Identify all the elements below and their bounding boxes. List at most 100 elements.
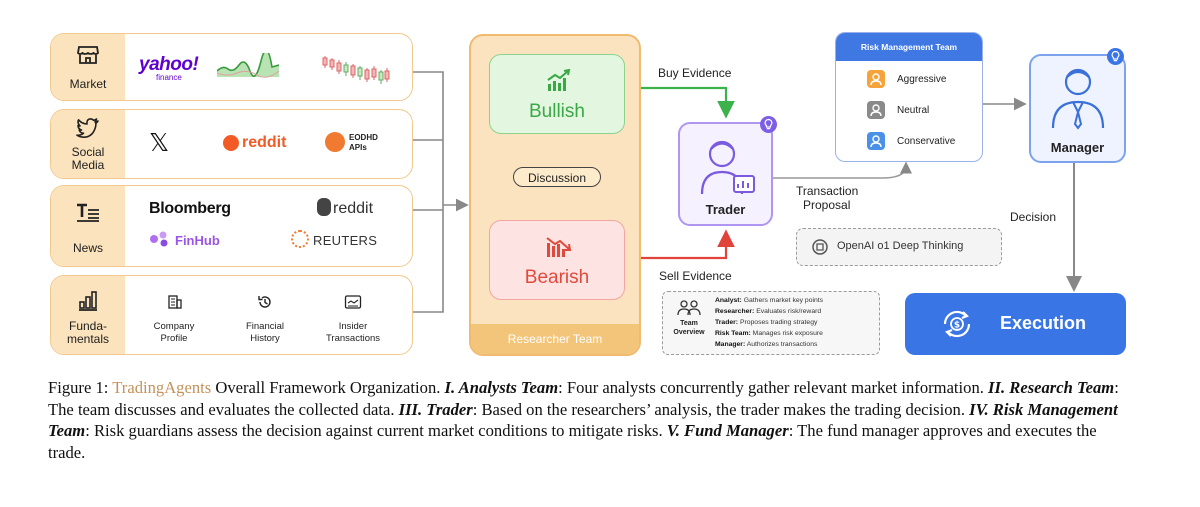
team-overview-title-2: Overview bbox=[673, 329, 705, 336]
bearish-label: Bearish bbox=[524, 267, 590, 288]
eodhd-logo-1: EODHD bbox=[349, 133, 378, 142]
trend-up-icon bbox=[546, 68, 572, 98]
caption-figure-number: Figure 1: bbox=[48, 378, 109, 397]
neutral-user-icon bbox=[867, 101, 885, 119]
bullish-label: Bullish bbox=[529, 101, 585, 122]
bullish-researcher: Bullish bbox=[489, 54, 625, 134]
buy-evidence-label: Buy Evidence bbox=[658, 66, 732, 80]
sell-evidence-label: Sell Evidence bbox=[659, 269, 732, 283]
insider-transactions-label-2: Transactions bbox=[325, 333, 381, 344]
social-category: Social Media bbox=[51, 110, 125, 178]
newspaper-icon bbox=[51, 203, 125, 228]
reddit-icon bbox=[223, 135, 239, 151]
reuters-icon bbox=[291, 230, 309, 248]
market-category: Market bbox=[51, 34, 125, 100]
caption-text-2: : The team discusses and evaluates the c… bbox=[48, 378, 1119, 419]
analyst-social-row: Social Media 𝕏 reddit EODHD APIs bbox=[50, 109, 413, 179]
store-icon bbox=[51, 45, 125, 70]
caption-text-5: : The fund manager approves and executes… bbox=[48, 421, 1097, 462]
execution-card: $ Execution bbox=[905, 293, 1126, 355]
financial-history-label-1: Financial bbox=[245, 321, 285, 332]
caption-trader: III. Trader bbox=[398, 399, 473, 419]
dollar-cycle-icon: $ bbox=[939, 306, 975, 347]
news-label: News bbox=[72, 241, 103, 255]
caption-text-0: Overall Framework Organization. bbox=[211, 378, 445, 397]
company-profile-label-2: Profile bbox=[160, 333, 188, 344]
neutral-label: Neutral bbox=[897, 105, 930, 116]
discussion-badge: Discussion bbox=[513, 167, 601, 187]
openai-deep-thinking-box: OpenAI o1 Deep Thinking bbox=[796, 228, 1002, 266]
market-area-chart-icon bbox=[217, 53, 279, 78]
overview-row-risk-team: Risk Team: Manages risk exposure bbox=[715, 330, 823, 337]
eodhd-logo-2: APIs bbox=[349, 143, 367, 152]
company-profile-label-1: Company bbox=[153, 321, 195, 332]
overview-row-researcher: Researcher: Evaluates risk/reward bbox=[715, 308, 822, 315]
trader-card: Trader bbox=[678, 116, 777, 226]
finhub-logo: FinHub bbox=[175, 233, 220, 248]
reddit-news-icon bbox=[317, 198, 331, 216]
bearish-researcher: Bearish bbox=[489, 220, 625, 300]
buy-evidence-arrow bbox=[626, 86, 735, 119]
market-candlestick-icon bbox=[322, 56, 390, 84]
lightbulb-icon bbox=[760, 116, 777, 133]
manager-label: Manager bbox=[1050, 140, 1105, 155]
twitter-bird-icon bbox=[51, 118, 125, 143]
reddit-news-logo: reddit bbox=[333, 200, 374, 217]
openai-label: OpenAI o1 Deep Thinking bbox=[837, 240, 964, 252]
figure-caption: Figure 1: TradingAgents Overall Framewor… bbox=[48, 377, 1128, 463]
team-icon bbox=[677, 299, 701, 322]
reddit-logo: reddit bbox=[242, 134, 287, 151]
fundamentals-label-1: Funda- bbox=[68, 319, 108, 333]
market-label: Market bbox=[69, 77, 107, 91]
sell-evidence-arrow bbox=[626, 229, 735, 260]
risk-team-title: Risk Management Team bbox=[836, 33, 982, 61]
building-icon bbox=[167, 294, 183, 315]
bloomberg-logo: Bloomberg bbox=[149, 200, 231, 217]
x-logo: 𝕏 bbox=[149, 128, 170, 157]
social-label-1: Social bbox=[71, 145, 105, 159]
caption-research-team: II. Research Team bbox=[988, 378, 1115, 397]
researcher-team-label: Researcher Team bbox=[471, 324, 639, 354]
analyst-market-row: Market yahoo! finance bbox=[50, 33, 413, 101]
transaction-label-1: Transaction bbox=[796, 184, 859, 198]
transaction-proposal-line bbox=[773, 161, 912, 179]
risk-management-panel: Risk Management Team Aggressive Neutral … bbox=[835, 32, 983, 162]
manager-card: Manager bbox=[1029, 48, 1126, 163]
analyst-fundamentals-row: Funda- mentals Company Profile Financial… bbox=[50, 275, 413, 355]
decision-label: Decision bbox=[1010, 210, 1057, 224]
bar-chart-icon bbox=[51, 290, 125, 317]
team-overview-box: Team Overview Analyst: Gathers market ke… bbox=[662, 291, 880, 355]
svg-text:$: $ bbox=[954, 321, 960, 331]
aggressive-label: Aggressive bbox=[897, 74, 947, 85]
caption-risk-team: IV. Risk Management Team bbox=[48, 399, 1118, 441]
insider-transactions-label-1: Insider bbox=[338, 321, 368, 332]
caption-fund-manager: V. Fund Manager bbox=[666, 421, 789, 440]
eodhd-icon bbox=[325, 132, 345, 152]
overview-row-analyst: Analyst: Gathers market key points bbox=[715, 297, 824, 304]
caption-text-1: : Four analysts concurrently gather rele… bbox=[558, 378, 989, 397]
conservative-label: Conservative bbox=[897, 136, 956, 147]
history-icon bbox=[257, 294, 273, 315]
fundamentals-category: Funda- mentals bbox=[51, 276, 125, 354]
team-overview-title-1: Team bbox=[680, 320, 698, 327]
caption-brand: TradingAgents bbox=[112, 378, 212, 397]
caption-text-3: : Based on the researchers’ analysis, th… bbox=[472, 399, 970, 419]
aggressive-user-icon bbox=[867, 70, 885, 88]
researcher-team-panel: Bullish Discussion Bearish Researcher Te… bbox=[469, 34, 641, 356]
caption-text-4: : Risk guardians assess the decision aga… bbox=[85, 421, 667, 440]
openai-icon bbox=[811, 238, 829, 261]
trend-down-icon bbox=[545, 235, 573, 264]
execution-label: Execution bbox=[1000, 313, 1087, 333]
overview-row-trader: Trader: Proposes trading strategy bbox=[715, 319, 818, 326]
analyst-merge-lines bbox=[413, 71, 469, 313]
yahoo-finance-sub: finance bbox=[156, 73, 182, 82]
manager-person-icon bbox=[1047, 62, 1109, 139]
analyst-news-row: News Bloomberg reddit FinHub REUTERS bbox=[50, 185, 413, 267]
yahoo-finance-logo: yahoo! bbox=[139, 54, 199, 75]
transactions-icon bbox=[344, 294, 362, 315]
financial-history-label-2: History bbox=[250, 333, 280, 344]
manager-lightbulb-icon bbox=[1107, 48, 1124, 65]
overview-row-manager: Manager: Authorizes transactions bbox=[715, 341, 818, 348]
caption-analysts-team: I. Analysts Team bbox=[444, 378, 559, 397]
reuters-logo: REUTERS bbox=[313, 233, 378, 248]
